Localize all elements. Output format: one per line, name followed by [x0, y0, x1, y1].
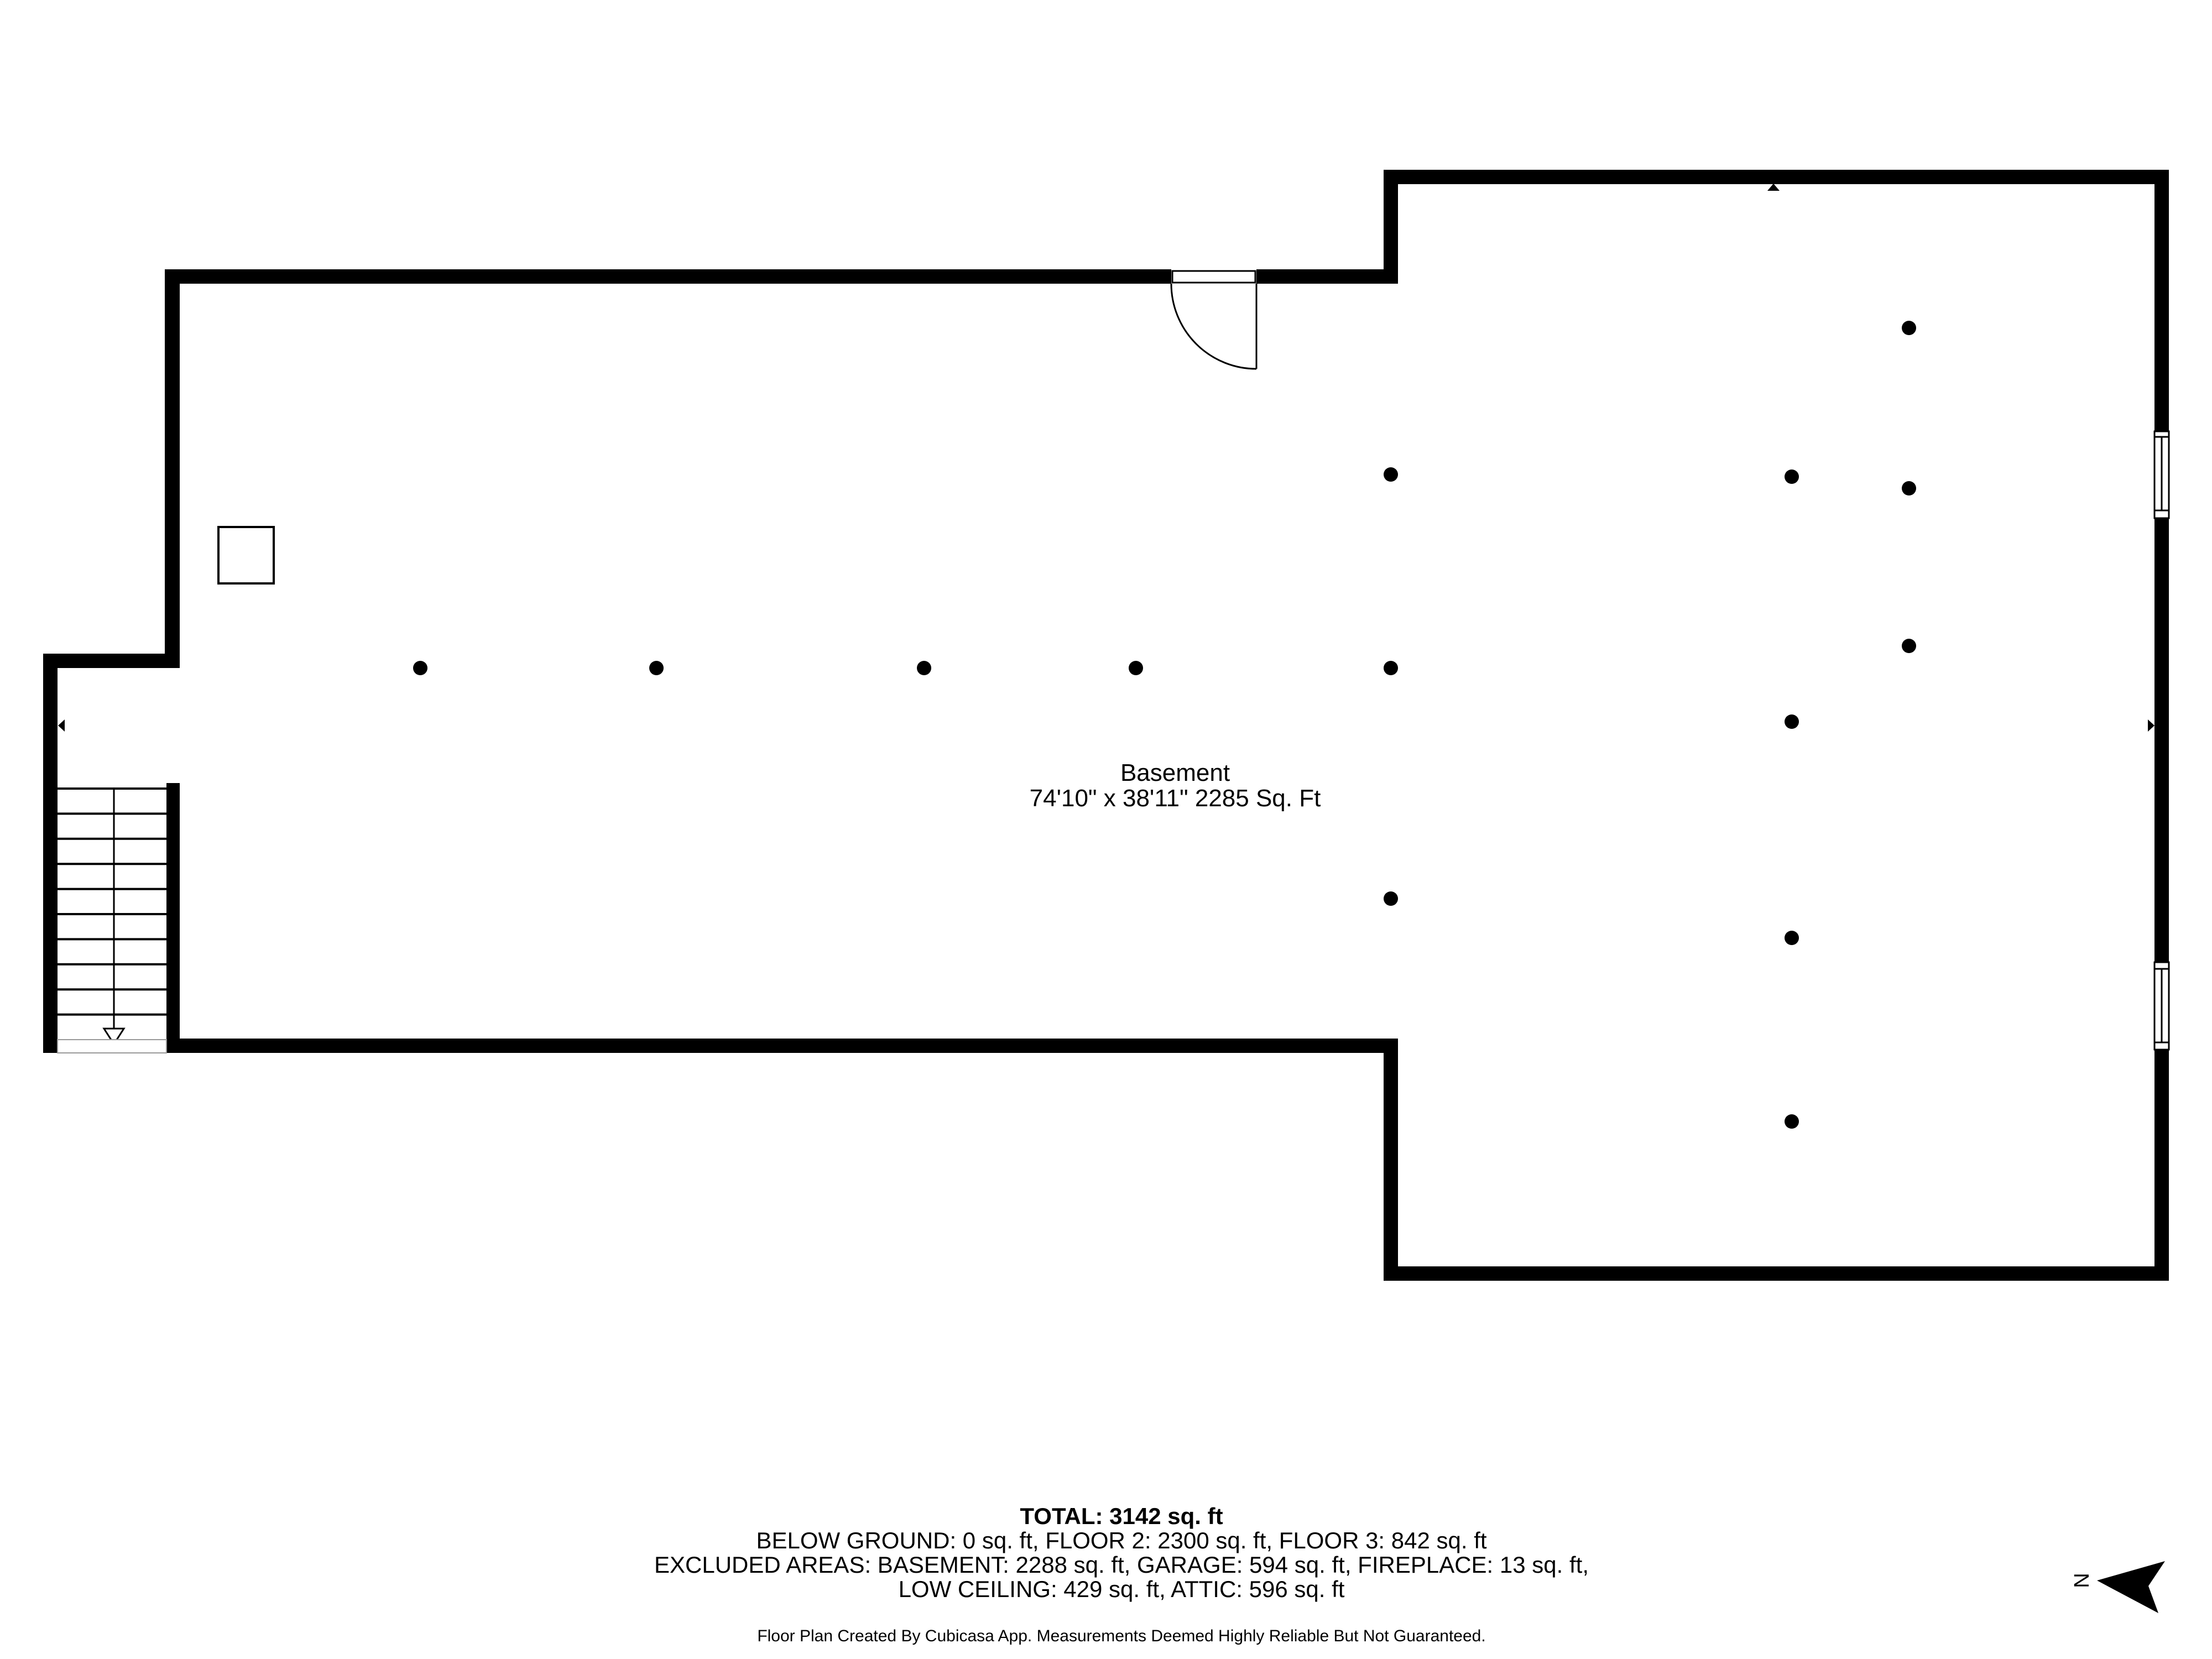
wall-arrow-east-icon	[2148, 719, 2154, 732]
wall-marker-arrows	[58, 184, 2154, 1274]
footer-excluded-text-1: EXCLUDED AREAS: BASEMENT: 2288 sq. ft, G…	[654, 1552, 1589, 1578]
walls	[43, 170, 2169, 1281]
support-column-dot	[1384, 467, 1398, 482]
wall-left-upper	[165, 269, 180, 668]
footer-floors-text: BELOW GROUND: 0 sq. ft, FLOOR 2: 2300 sq…	[756, 1527, 1486, 1553]
wall-stair-left	[43, 654, 58, 1053]
north-compass: N	[2070, 1561, 2165, 1613]
support-column-dot	[413, 661, 427, 675]
support-column-dot	[1902, 639, 1916, 653]
stair-bottom-opening	[57, 1039, 167, 1053]
support-column-dot	[1902, 321, 1916, 335]
room-dimensions-label: 74'10" x 38'11" 2285 Sq. Ft	[1030, 785, 1321, 812]
stair-down-arrow-icon	[102, 1027, 126, 1046]
support-column-dot	[1785, 469, 1799, 484]
support-columns-layer	[413, 321, 1916, 1129]
room-name-label: Basement	[1120, 759, 1230, 786]
wall-top-right-section	[1384, 170, 2169, 184]
support-column-dot	[1785, 1114, 1799, 1129]
wall-bottom-left-section	[166, 1039, 1398, 1053]
support-column-dot	[917, 661, 931, 675]
support-column-dot	[1785, 931, 1799, 945]
north-label: N	[2070, 1573, 2094, 1588]
support-column-dot	[1129, 661, 1143, 675]
window-lower	[2153, 961, 2170, 1051]
wall-arrow-west-icon	[58, 719, 65, 732]
wall-stair-right	[166, 783, 180, 1053]
door-symbol	[1170, 269, 1258, 370]
door-swing-arc	[1170, 283, 1257, 370]
footer-excluded-text-2: LOW CEILING: 429 sq. ft, ATTIC: 596 sq. …	[899, 1576, 1345, 1602]
window-upper	[2153, 430, 2170, 519]
footer-summary: TOTAL: 3142 sq. ft BELOW GROUND: 0 sq. f…	[654, 1503, 1589, 1645]
wall-arrow-south-icon	[1767, 1266, 1780, 1274]
north-arrow-icon	[2097, 1561, 2165, 1613]
wall-stair-top	[43, 654, 180, 668]
wall-right-section-left-upper	[1384, 170, 1398, 284]
door-panel-closed	[1171, 270, 1256, 284]
wall-arrow-north-icon	[1767, 184, 1780, 191]
stair-treads	[58, 787, 166, 1016]
wall-right-outer	[2154, 170, 2169, 1281]
footer-total-text: TOTAL: 3142 sq. ft	[1020, 1503, 1223, 1529]
footer-disclaimer-text: Floor Plan Created By Cubicasa App. Meas…	[757, 1627, 1485, 1645]
support-column-dot	[1902, 481, 1916, 495]
wall-right-section-left-lower	[1384, 1039, 1398, 1281]
support-column-dot	[1384, 661, 1398, 675]
support-column-dot	[1785, 714, 1799, 729]
staircase	[57, 787, 167, 1053]
fixture-square-symbol	[217, 526, 275, 585]
support-column-dot	[1384, 891, 1398, 906]
support-column-dot	[649, 661, 664, 675]
